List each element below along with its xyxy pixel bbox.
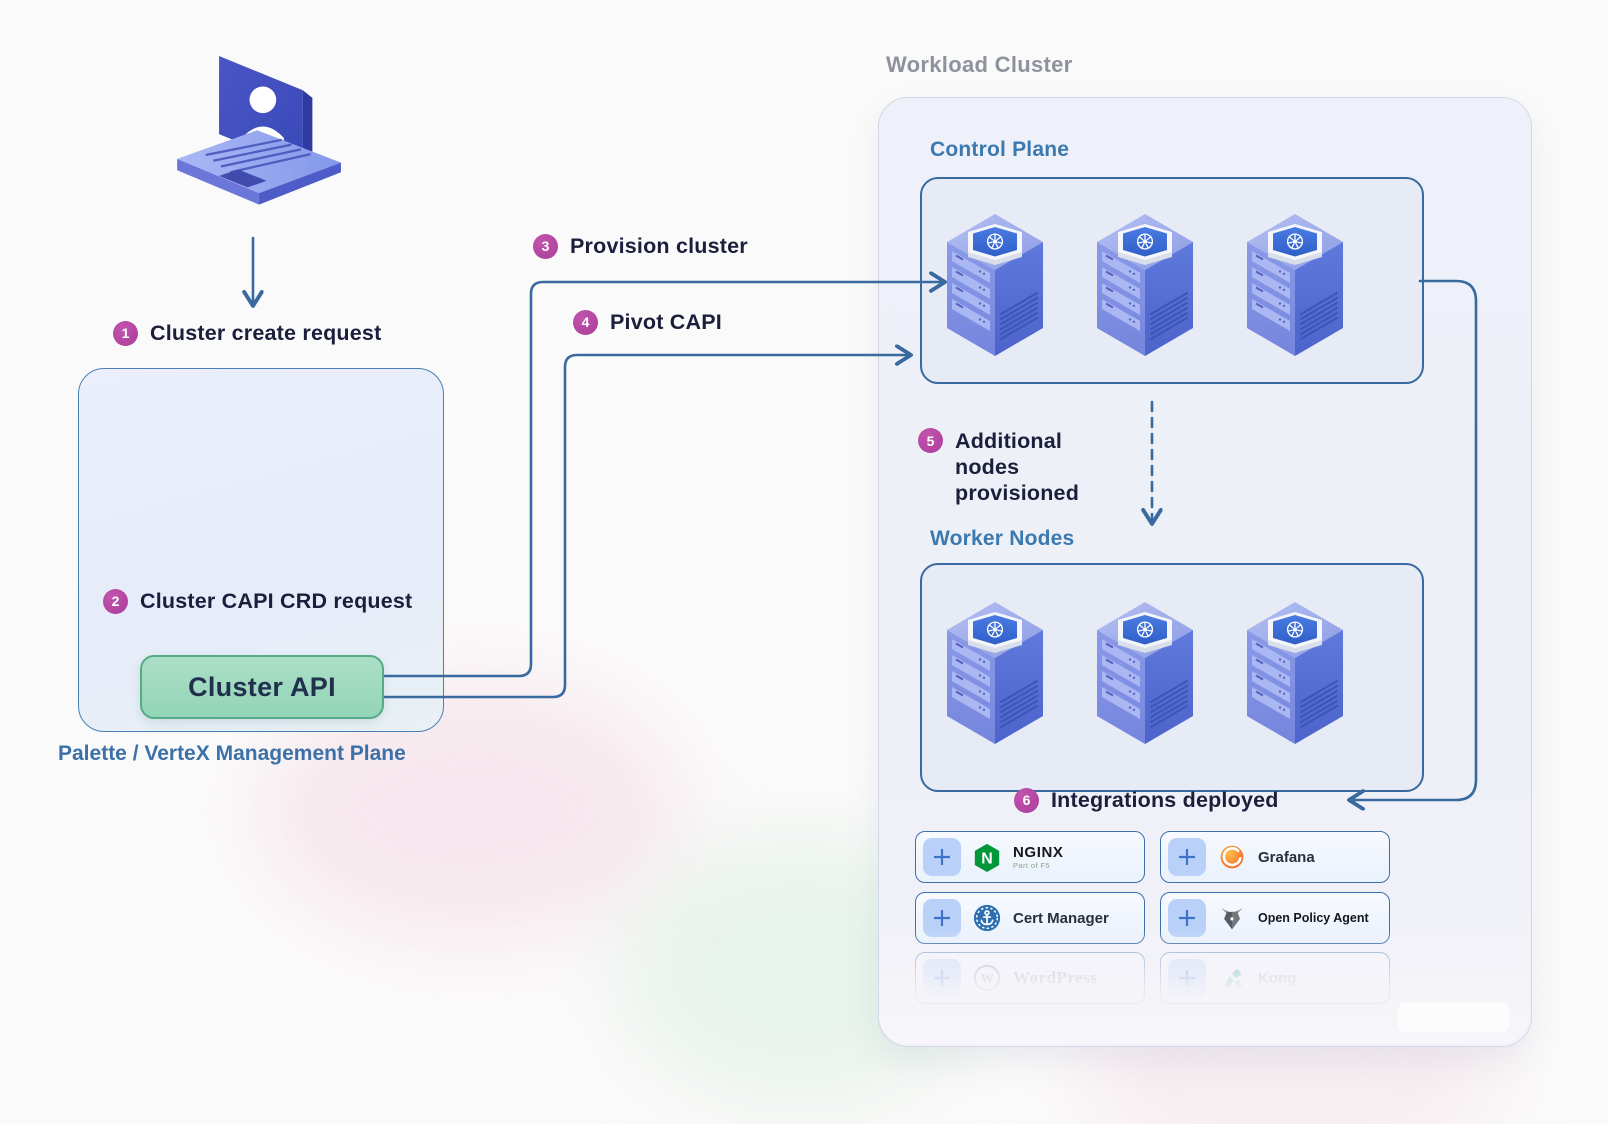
grafana-logo xyxy=(1216,841,1248,873)
integration-name: Open Policy Agent xyxy=(1258,911,1369,925)
kubernetes-server-icon xyxy=(943,598,1047,748)
svg-text:W: W xyxy=(980,971,993,986)
integration-name: Kong xyxy=(1258,969,1297,987)
add-integration-button[interactable] xyxy=(923,959,961,997)
cert-manager-logo xyxy=(971,902,1003,934)
add-integration-button[interactable] xyxy=(1168,959,1206,997)
integration-subtitle: Part of F5 xyxy=(1013,860,1050,870)
integration-card-kong[interactable]: Kong xyxy=(1160,952,1390,1004)
cluster-api-node[interactable]: Cluster API xyxy=(140,655,384,719)
kubernetes-server-icon xyxy=(1243,598,1347,748)
integration-name: NGINX xyxy=(1013,843,1064,861)
add-integration-button[interactable] xyxy=(923,899,961,937)
integration-card-opa[interactable]: Open Policy Agent xyxy=(1160,892,1390,944)
step-2-badge: 2 xyxy=(103,588,128,614)
step-1: 1 Cluster create request xyxy=(113,320,381,346)
svg-text:N: N xyxy=(981,851,993,868)
watermark xyxy=(1398,1002,1510,1032)
add-integration-button[interactable] xyxy=(923,838,961,876)
step-2-label: Cluster CAPI CRD request xyxy=(140,589,413,613)
opa-logo xyxy=(1216,902,1248,934)
step-2: 2 Cluster CAPI CRD request xyxy=(103,588,412,614)
step-4: 4 Pivot CAPI xyxy=(573,309,722,335)
worker-nodes-label: Worker Nodes xyxy=(930,527,1075,550)
kong-logo xyxy=(1216,962,1248,994)
integration-name: WordPress xyxy=(1013,968,1098,987)
step-4-badge: 4 xyxy=(573,309,598,335)
kubernetes-server-icon xyxy=(1093,598,1197,748)
step-5-badge: 5 xyxy=(918,428,943,453)
add-integration-button[interactable] xyxy=(1168,899,1206,937)
plus-icon xyxy=(1179,970,1195,986)
integration-card-cert-manager[interactable]: Cert Manager xyxy=(915,892,1145,944)
wordpress-logo: W xyxy=(971,962,1003,994)
integration-card-wordpress[interactable]: W WordPress xyxy=(915,952,1145,1004)
step-3-label: Provision cluster xyxy=(570,234,748,258)
kubernetes-server-icon xyxy=(1093,210,1197,360)
plus-icon xyxy=(934,910,950,926)
plus-icon xyxy=(934,849,950,865)
integration-name: Grafana xyxy=(1258,848,1315,866)
provision-cluster-line xyxy=(376,282,945,678)
step-1-badge: 1 xyxy=(113,320,138,346)
plus-icon xyxy=(1179,849,1195,865)
step-5: 5 Additional nodes provisioned xyxy=(918,428,1133,507)
kubernetes-server-icon xyxy=(1243,210,1347,360)
management-plane-caption: Palette / VerteX Management Plane xyxy=(58,742,406,765)
integration-card-grafana[interactable]: Grafana xyxy=(1160,831,1390,883)
pivot-capi-line xyxy=(376,355,911,699)
step-3: 3 Provision cluster xyxy=(533,233,748,259)
control-plane-label: Control Plane xyxy=(930,138,1070,161)
laptop-user-icon xyxy=(177,56,341,205)
step-3-badge: 3 xyxy=(533,233,558,259)
step-4-label: Pivot CAPI xyxy=(610,310,722,334)
step-5-label: Additional nodes provisioned xyxy=(955,429,1080,506)
integration-name: Cert Manager xyxy=(1013,909,1109,927)
kubernetes-server-icon xyxy=(943,210,1047,360)
step-6-badge: 6 xyxy=(1014,787,1039,813)
step-1-label: Cluster create request xyxy=(150,321,382,345)
integration-card-nginx[interactable]: N NGINX Part of F5 xyxy=(915,831,1145,883)
workload-cluster-title: Workload Cluster xyxy=(886,52,1073,77)
plus-icon xyxy=(934,970,950,986)
step-6: 6 Integrations deployed xyxy=(1014,787,1279,813)
step-6-label: Integrations deployed xyxy=(1051,788,1279,812)
nginx-logo: N xyxy=(971,841,1003,873)
plus-icon xyxy=(1179,910,1195,926)
add-integration-button[interactable] xyxy=(1168,838,1206,876)
